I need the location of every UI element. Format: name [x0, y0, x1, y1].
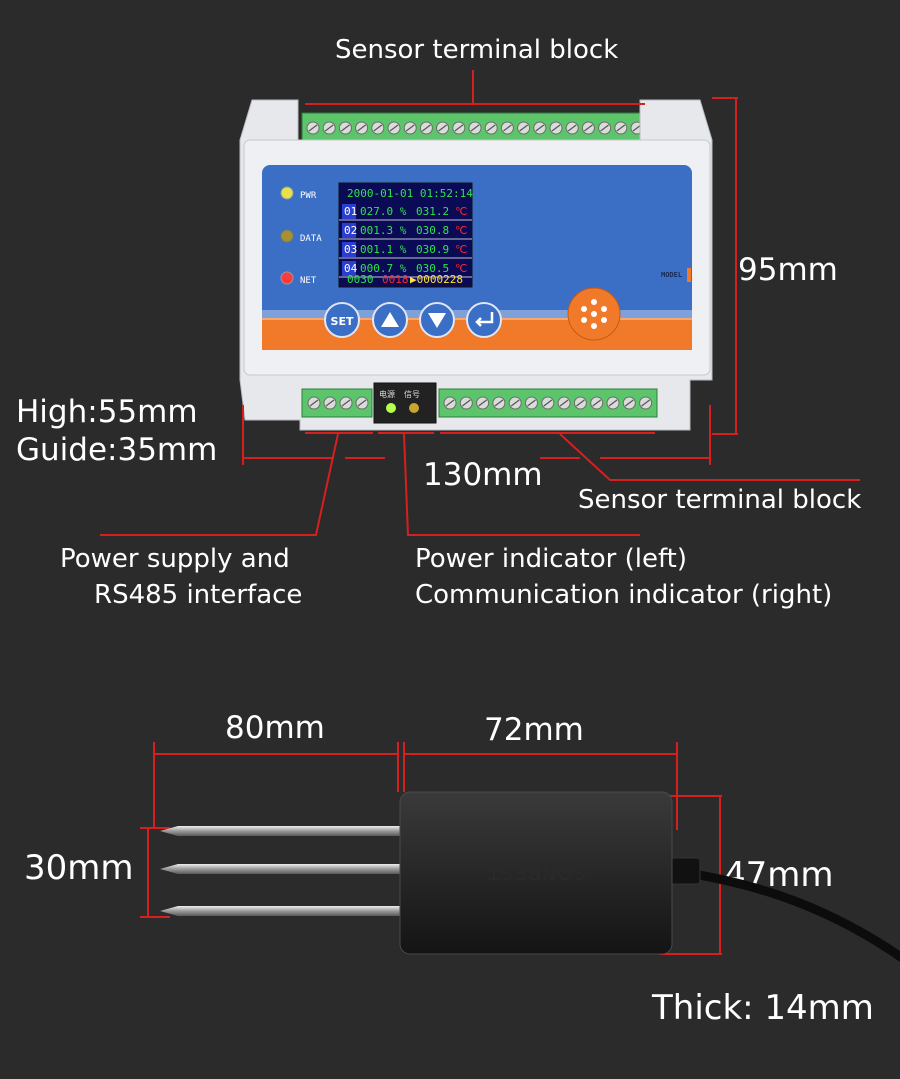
- svg-text:SET: SET: [331, 315, 354, 328]
- screen-temp-unit: ℃: [455, 262, 467, 275]
- top-terminal-block: [301, 112, 653, 144]
- label-high: High:55mm: [16, 394, 198, 430]
- dim-72-right-tick: [676, 742, 678, 830]
- label-probe-30: 30mm: [24, 848, 134, 888]
- screen-humidity: 001.1 %: [360, 243, 407, 256]
- screen-temp-unit: ℃: [455, 224, 467, 237]
- dim-line-130-d: [600, 457, 710, 459]
- screen-channel: 02: [344, 224, 357, 237]
- label-height-95: 95mm: [738, 252, 838, 288]
- label-sensor-terminal-top: Sensor terminal block: [335, 35, 619, 65]
- down-arrow-icon: [428, 313, 446, 328]
- set-button[interactable]: SET: [324, 302, 360, 338]
- indicator-window: 电源 信号: [373, 382, 437, 424]
- dim-line-130-c: [540, 457, 580, 459]
- dim-47-bottom: [660, 953, 722, 955]
- dim-line-130-left-tick: [242, 405, 244, 465]
- up-button[interactable]: [372, 302, 408, 338]
- probe-body: SONBEST: [399, 791, 673, 955]
- screen-humidity: 027.0 %: [360, 205, 407, 218]
- screen-temperature: 030.5: [416, 262, 449, 275]
- power-rs485-terminal: [301, 388, 373, 418]
- up-arrow-icon: [381, 312, 399, 327]
- dim-30-top: [140, 827, 170, 829]
- dim-line-130-b: [345, 457, 385, 459]
- dim-72-left-tick: [403, 742, 405, 792]
- status-leds: PWR DATA NET: [280, 186, 322, 286]
- marker-power-terminal: [305, 432, 373, 434]
- label-guide: Guide:35mm: [16, 432, 218, 468]
- communication-indicator-led: [409, 403, 419, 413]
- pwr-led: [280, 186, 294, 200]
- model-label: MODEL: [661, 271, 682, 279]
- screen-temp-unit: ℃: [455, 205, 467, 218]
- screen-channel: 01: [344, 205, 357, 218]
- label-power-supply-1: Power supply and: [60, 544, 290, 574]
- data-led: [280, 229, 294, 243]
- screen-temperature: 030.8: [416, 224, 449, 237]
- dim-80-line: [153, 753, 398, 755]
- sensor-terminal-bottom: [438, 388, 658, 418]
- screen-temp-unit: ℃: [455, 243, 467, 256]
- dim-line-95-vert: [735, 97, 737, 435]
- screen-humidity: 000.7 %: [360, 262, 407, 275]
- marker-sensor-bottom: [440, 432, 655, 434]
- screen-footer-a: 0030: [347, 273, 374, 286]
- label-indicator-2: Communication indicator (right): [415, 580, 833, 610]
- screen-time: 2000-01-01 01:52:14: [347, 187, 473, 200]
- screen-footer-c: ▶0000228: [410, 273, 463, 286]
- label-thick: Thick: 14mm: [652, 988, 874, 1028]
- down-button[interactable]: [419, 302, 455, 338]
- screen-channel: 04: [344, 262, 358, 275]
- screen-temperature: 030.9: [416, 243, 449, 256]
- screen-temperature: 031.2: [416, 205, 449, 218]
- dim-line-top-terminal: [305, 103, 645, 105]
- net-led: [280, 271, 294, 285]
- dim-72-line: [403, 753, 678, 755]
- net-label: NET: [300, 276, 317, 286]
- probe-pins: [160, 826, 402, 916]
- marker-indicator: [378, 432, 434, 434]
- dim-47-top: [660, 795, 722, 797]
- label-width-130: 130mm: [423, 457, 543, 493]
- dim-30-bottom: [140, 916, 170, 918]
- screen-footer-b: 0018: [382, 273, 409, 286]
- label-probe-80: 80mm: [225, 710, 325, 746]
- label-probe-72: 72mm: [484, 712, 584, 748]
- dim-80-left-tick: [153, 742, 155, 827]
- pwr-label: PWR: [300, 191, 317, 201]
- label-indicator-1: Power indicator (left): [415, 544, 687, 574]
- dim-line-95-top: [712, 97, 738, 99]
- probe-cable: [667, 865, 900, 963]
- label-sensor-terminal-right: Sensor terminal block: [578, 485, 862, 515]
- dim-30-vert: [147, 827, 149, 917]
- probe-brand-label: SONBEST: [486, 862, 585, 883]
- power-indicator-led: [386, 403, 396, 413]
- enter-button[interactable]: [466, 302, 502, 338]
- data-label: DATA: [300, 234, 322, 244]
- dim-80-right-tick: [397, 742, 399, 792]
- dim-line-130-right-tick: [709, 405, 711, 465]
- leader-lines: [100, 433, 860, 536]
- dim-line-95-bottom: [712, 433, 738, 435]
- dim-line-top-leader: [472, 70, 474, 104]
- terminal-label-power: 电源: [379, 389, 395, 399]
- terminal-label-signal: 信号: [404, 389, 420, 399]
- soil-probe: SONBEST: [160, 791, 900, 963]
- dim-line-130-a: [244, 457, 334, 459]
- screen-humidity: 001.3 %: [360, 224, 407, 237]
- enter-icon: [475, 312, 494, 327]
- label-power-supply-2: RS485 interface: [94, 580, 303, 610]
- buzzer-speaker: [567, 287, 621, 341]
- screen-channel: 03: [344, 243, 357, 256]
